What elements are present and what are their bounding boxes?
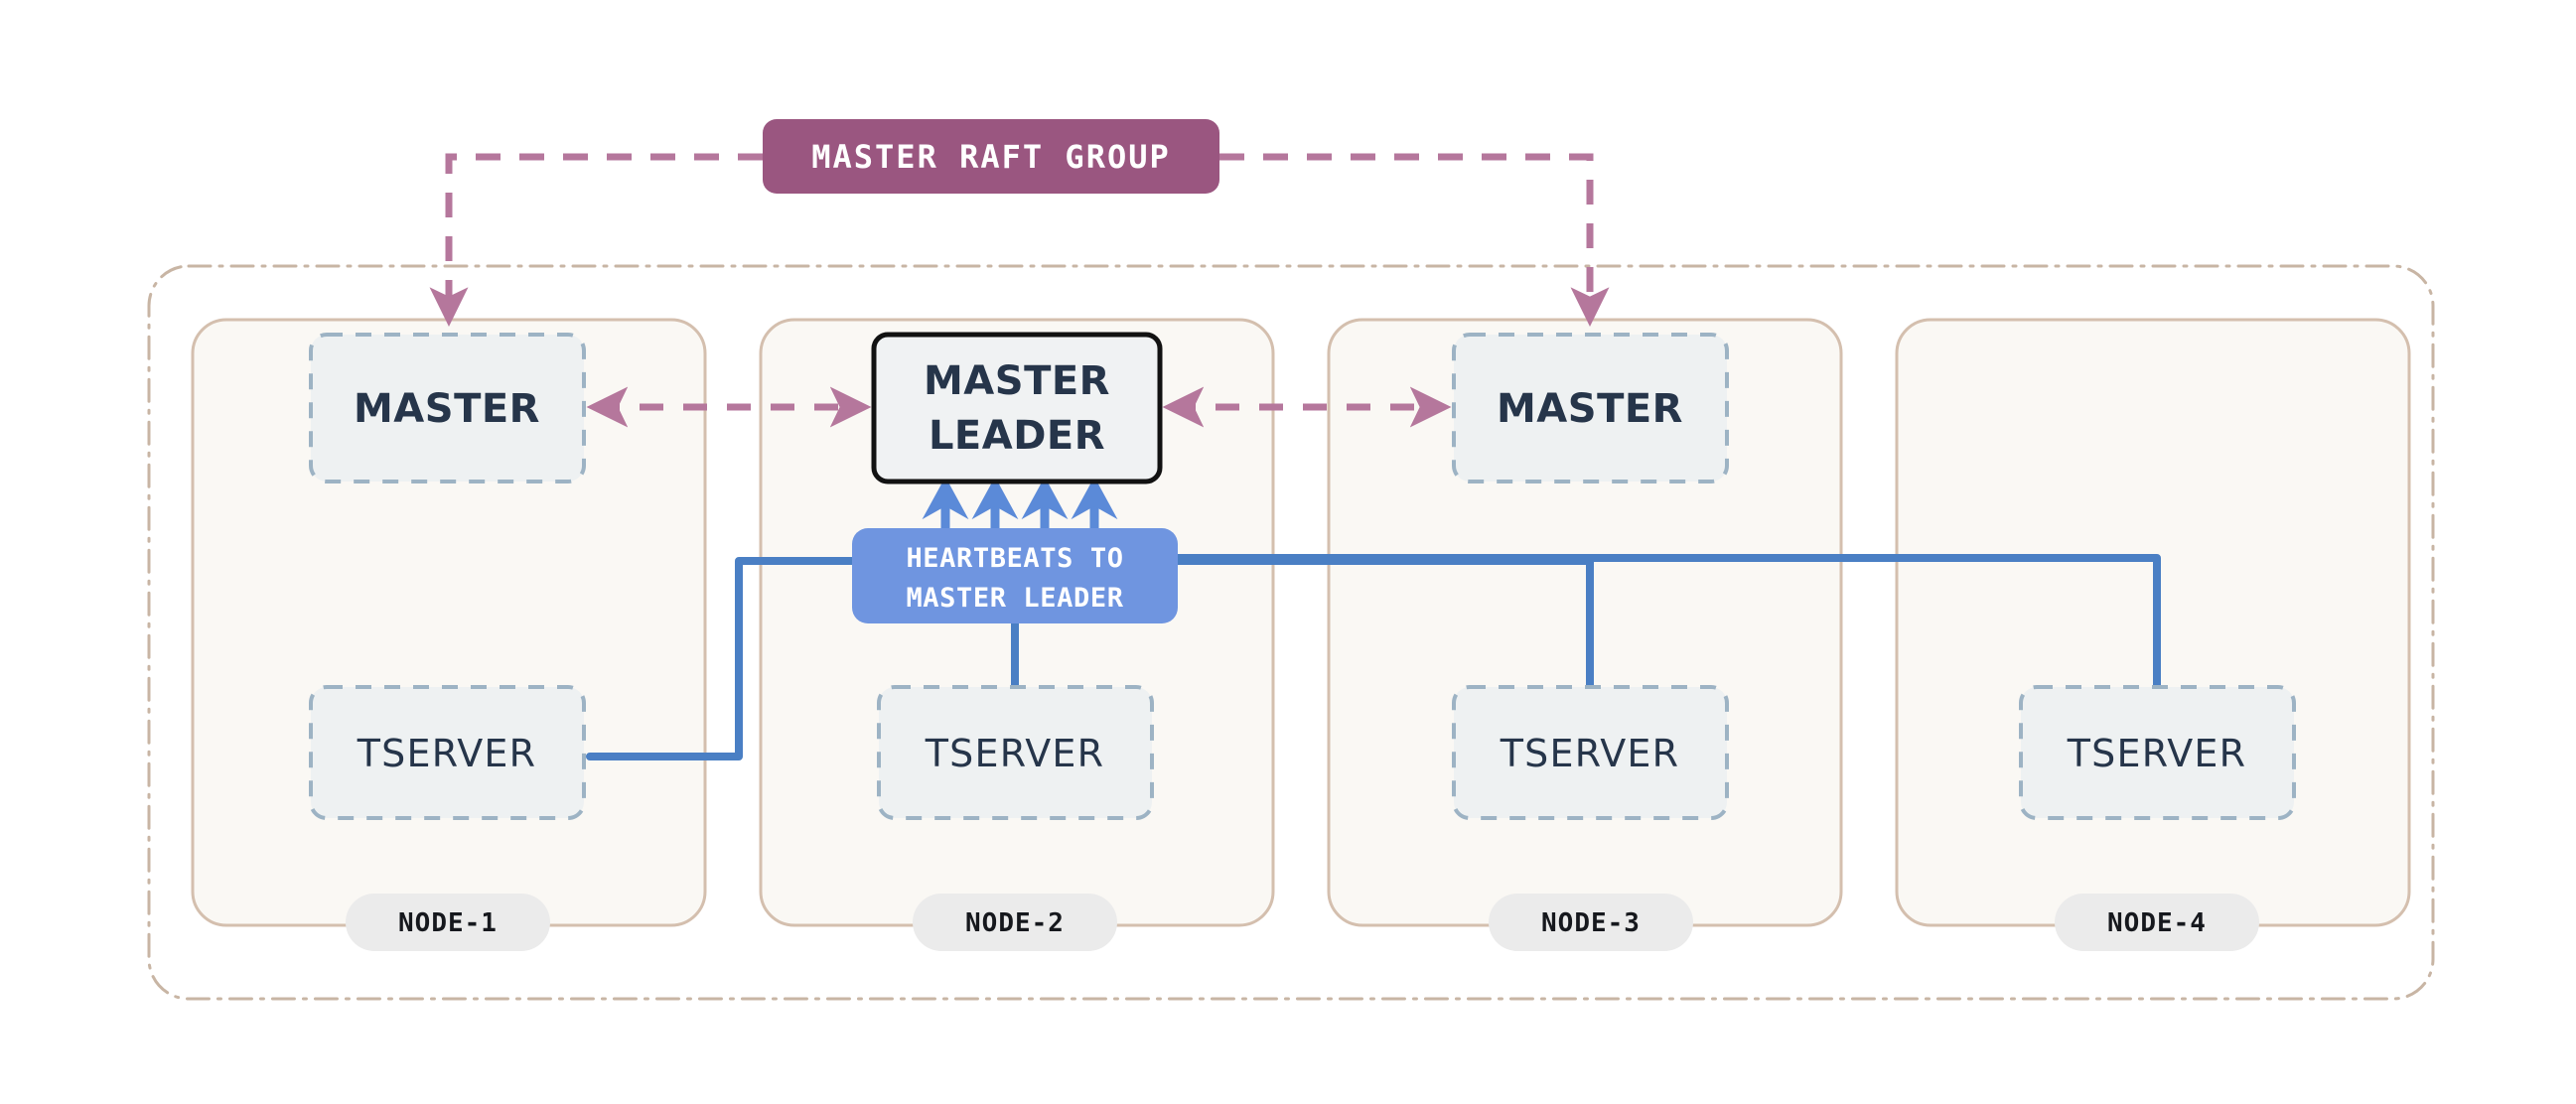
cluster-container [147, 264, 2435, 1001]
node-badge-bg-3 [1489, 894, 1693, 951]
raft-pill-bg [763, 119, 1219, 194]
node-badge-label-2: NODE-2 [965, 908, 1065, 938]
node-badge-node-1[interactable]: NODE-1 [346, 894, 550, 951]
master-box-bg-1 [309, 333, 586, 483]
master-label-node-1: MASTER [354, 386, 540, 432]
raft-link-to-node-1 [429, 153, 763, 328]
master-leader-box-bg [871, 332, 1163, 484]
node-badge-bg-2 [913, 894, 1117, 951]
node-badge-label-1: NODE-1 [398, 908, 498, 938]
heartbeat-line-node-4 [1174, 554, 2161, 691]
service-box-master-leader-node-2[interactable]: MASTER LEADER [871, 332, 1163, 484]
service-box-tserver-node-4[interactable]: TSERVER [2019, 685, 2296, 820]
master-leader-label-line2: LEADER [929, 413, 1105, 459]
tserver-label-node-3: TSERVER [1500, 732, 1679, 775]
node-badge-bg-1 [346, 894, 550, 951]
node-badge-node-4[interactable]: NODE-4 [2055, 894, 2259, 951]
tserver-label-node-4: TSERVER [2067, 732, 2246, 775]
node-badge-bg-4 [2055, 894, 2259, 951]
service-box-tserver-node-2[interactable]: TSERVER [877, 685, 1154, 820]
tserver-label-node-1: TSERVER [357, 732, 536, 775]
tserver-box-bg-3 [1452, 685, 1729, 820]
service-box-tserver-node-3[interactable]: TSERVER [1452, 685, 1729, 820]
service-box-master-node-3[interactable]: MASTER [1452, 333, 1729, 483]
raft-pill-label: MASTER RAFT GROUP [811, 138, 1171, 176]
service-box-master-node-1[interactable]: MASTER [309, 333, 586, 483]
tserver-box-bg-4 [2019, 685, 2296, 820]
node-badge-label-4: NODE-4 [2107, 908, 2207, 938]
node-badge-node-3[interactable]: NODE-3 [1489, 894, 1693, 951]
node-badge-label-3: NODE-3 [1541, 908, 1641, 938]
master-label-node-3: MASTER [1497, 386, 1683, 432]
heartbeats-pill-bg [852, 528, 1178, 623]
tserver-label-node-2: TSERVER [925, 732, 1104, 775]
heartbeats-pill[interactable]: HEARTBEATS TO MASTER LEADER [852, 528, 1178, 623]
master-leader-label-line1: MASTER [924, 358, 1110, 404]
tserver-box-bg-1 [309, 685, 586, 820]
raft-link-to-node-3 [1219, 153, 1610, 328]
node-badge-node-2[interactable]: NODE-2 [913, 894, 1117, 951]
master-raft-group-pill[interactable]: MASTER RAFT GROUP [763, 119, 1219, 194]
service-box-tserver-node-1[interactable]: TSERVER [309, 685, 586, 820]
heartbeat-line-node-1 [586, 557, 856, 760]
heartbeats-label-line2: MASTER LEADER [906, 583, 1123, 614]
master-box-bg-3 [1452, 333, 1729, 483]
tserver-box-bg-2 [877, 685, 1154, 820]
heartbeats-label-line1: HEARTBEATS TO [906, 543, 1123, 574]
